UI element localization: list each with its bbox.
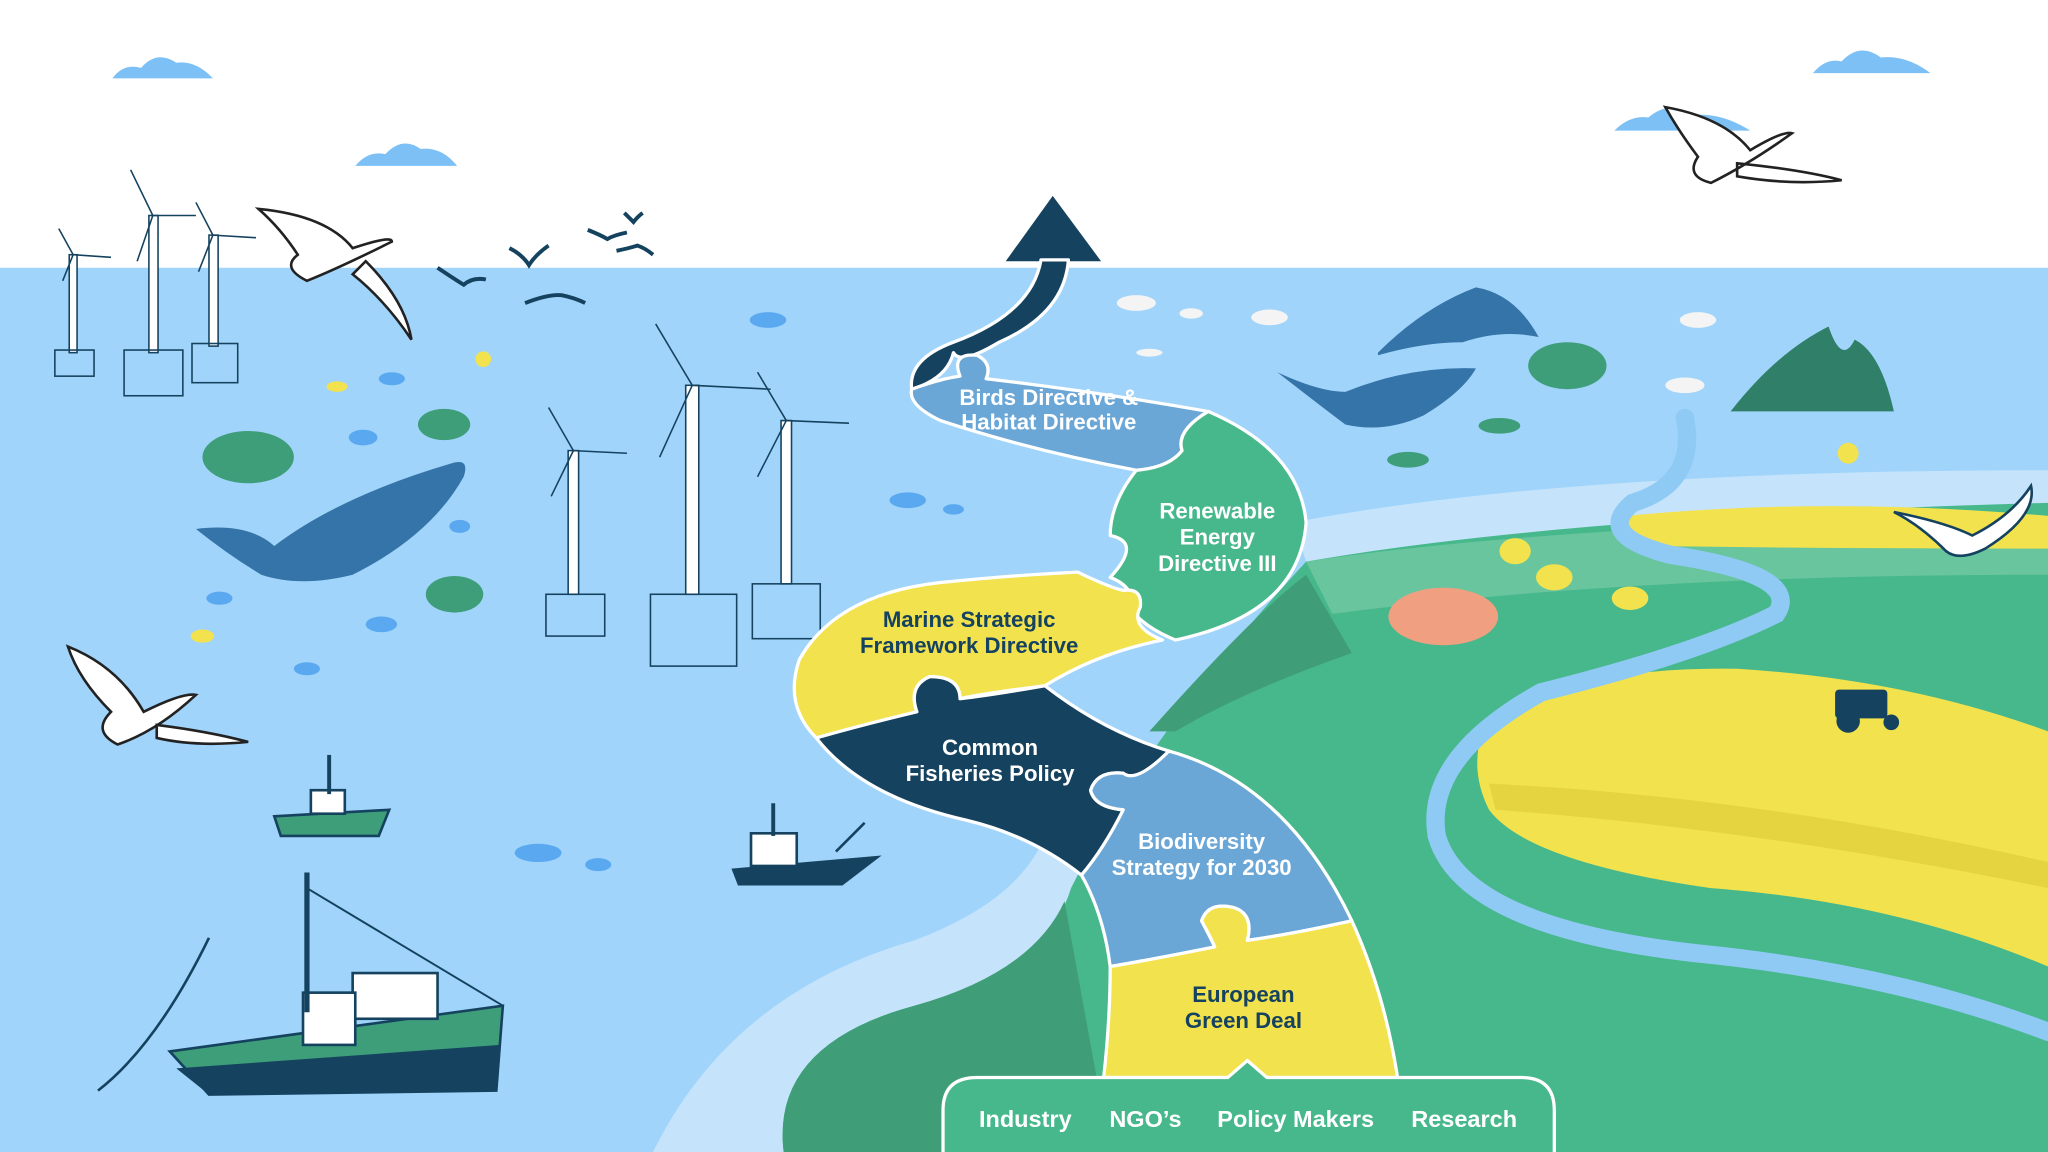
land — [782, 502, 2048, 1152]
bird-silhouette-icon — [587, 228, 628, 242]
gannet-icon — [1662, 105, 1842, 185]
fishing-trawler-large — [97, 872, 505, 1096]
fish-icon — [943, 504, 964, 515]
turtle-icon — [1528, 342, 1607, 390]
fish-icon — [1679, 312, 1717, 328]
yellow-field-stripe — [1488, 783, 2048, 889]
label-birds-directive: Birds Directive &Habitat Directive — [959, 385, 1138, 435]
farm-animals — [1388, 538, 1900, 733]
bird-silhouette-icon — [616, 243, 655, 257]
gannet-icon — [65, 644, 249, 746]
wind-turbine-icon — [54, 228, 112, 377]
fish-icon — [293, 662, 320, 676]
stakeholders-bar: Industry NGO’s Policy Makers Research — [941, 1058, 1556, 1152]
fish-icon — [190, 629, 215, 643]
fish-icon — [449, 519, 471, 533]
turtle-icon — [417, 408, 471, 441]
coral-icon — [1730, 326, 1894, 412]
arrow-head-icon — [1005, 195, 1102, 262]
land-dark-hill — [1149, 574, 1352, 732]
wind-turbine-icon — [649, 323, 771, 667]
fish-icon — [585, 858, 612, 872]
cloud-icon — [355, 143, 458, 166]
wind-turbine-icon — [545, 407, 627, 637]
dolphin-icon — [195, 462, 466, 582]
gull-icon — [1893, 482, 2034, 558]
turtle-icon — [202, 431, 294, 484]
pig-icon — [1388, 587, 1499, 646]
policy-puzzle: Birds Directive &Habitat Directive Renew… — [792, 195, 1400, 1080]
stakeholders-bar-bg — [941, 1058, 1556, 1152]
puzzle-piece-arrow-stem — [909, 258, 1071, 391]
stakeholder-policy-makers: Policy Makers — [1217, 1106, 1374, 1132]
river — [1426, 408, 2048, 1041]
fish-icon — [378, 372, 405, 386]
cloud-icon — [112, 57, 213, 79]
fish-icon — [1387, 451, 1429, 468]
birds — [65, 105, 2034, 746]
bird-silhouette-icon — [508, 243, 550, 269]
fish-icon — [749, 312, 787, 328]
fish-icon — [348, 429, 378, 446]
stakeholder-research: Research — [1411, 1106, 1517, 1132]
fishing-boat-small — [272, 754, 392, 838]
chicken-icon — [1499, 538, 1531, 565]
fish-icon — [514, 843, 562, 863]
gannet-icon — [254, 207, 413, 341]
fishing-boat-medium — [731, 803, 882, 886]
fish-icon — [889, 492, 927, 509]
sea-life — [190, 287, 1894, 872]
dolphin-icon — [1377, 287, 1539, 356]
fish-icon — [1478, 417, 1521, 434]
fish-icon — [475, 351, 492, 368]
fish-icon — [1665, 377, 1705, 394]
bird-silhouette-icon — [436, 266, 487, 288]
wind-turbine-icon — [751, 371, 850, 640]
stakeholder-industry: Industry — [979, 1106, 1072, 1132]
wind-turbine-icon — [191, 202, 257, 384]
fish-icon — [206, 591, 233, 605]
fish-icon — [1136, 348, 1163, 357]
wind-turbines — [54, 169, 850, 667]
bird-silhouette-icon — [622, 211, 644, 226]
wind-turbine-icon — [123, 169, 196, 397]
fish-icon — [1251, 309, 1288, 326]
chicken-icon — [1536, 564, 1573, 591]
chicken-icon — [1611, 586, 1649, 610]
fish-icon — [365, 616, 398, 633]
stakeholder-ngos: NGO’s — [1109, 1106, 1181, 1132]
fish-icon — [1179, 308, 1203, 319]
dolphin-icon — [1277, 368, 1476, 428]
crab-icon — [1837, 442, 1859, 464]
fish-icon — [1116, 295, 1156, 311]
fish-icon — [326, 381, 348, 392]
tractor-icon — [1835, 689, 1900, 733]
boats — [97, 754, 882, 1096]
turtle-icon — [425, 576, 484, 613]
cloud-icon — [1812, 50, 1931, 74]
bird-silhouette-icon — [524, 293, 587, 305]
